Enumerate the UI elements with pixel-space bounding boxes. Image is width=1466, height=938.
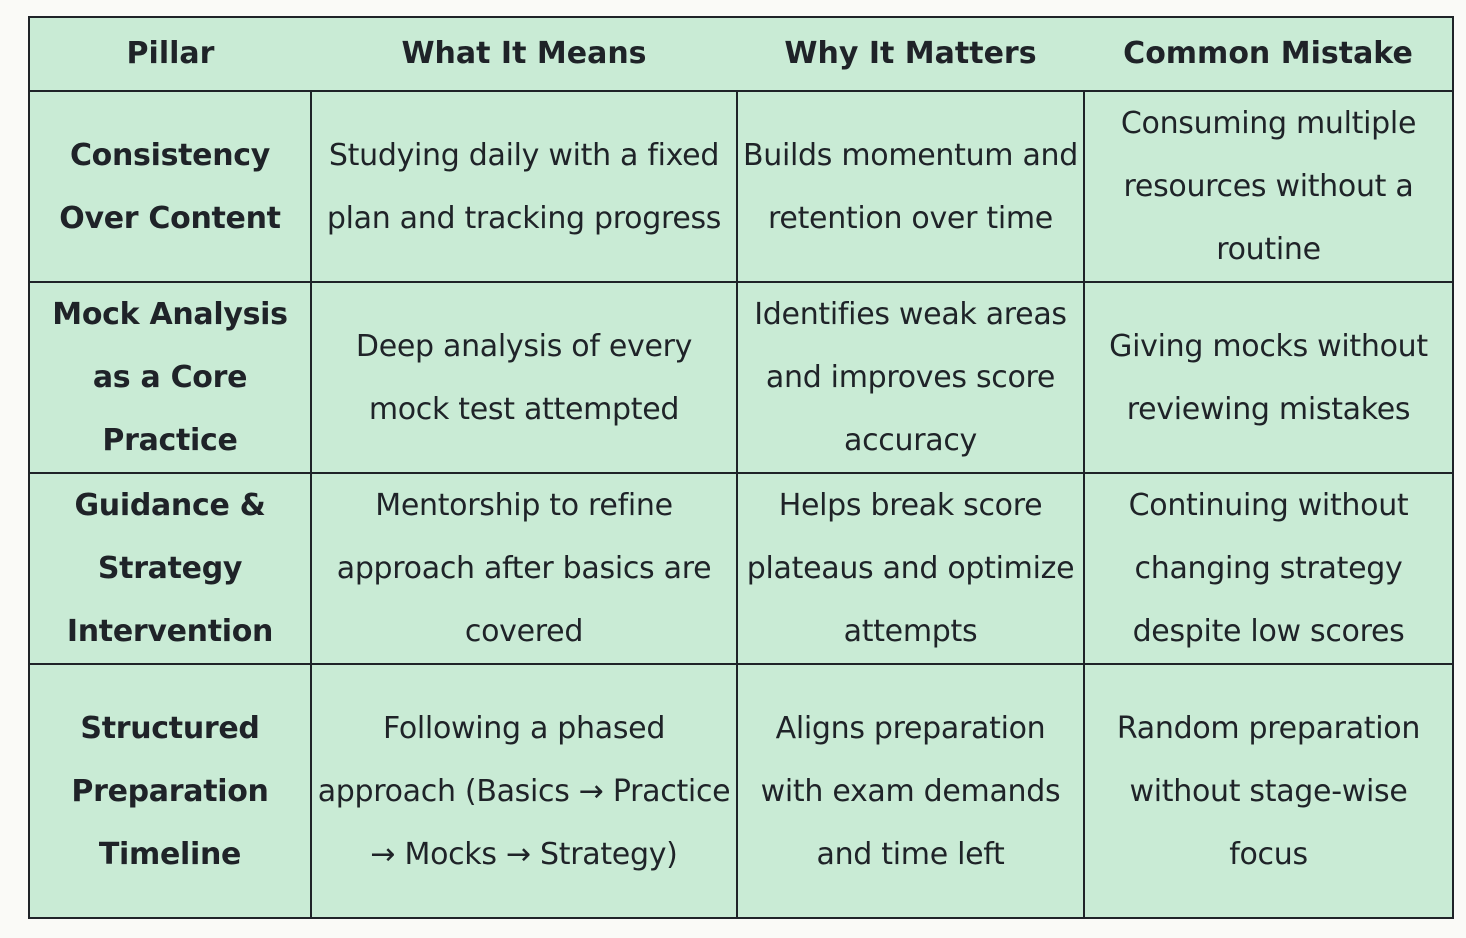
mistake-cell: Giving mocks without reviewing mistakes (1083, 281, 1454, 474)
mistake-cell: Consuming multiple resources without a r… (1083, 90, 1454, 283)
header-common-mistake: Common Mistake (1084, 16, 1454, 92)
table-header-row: Pillar What It Means Why It Matters Comm… (28, 16, 1454, 92)
pillar-cell: Guidance & Strategy Intervention (28, 472, 312, 665)
meaning-cell: Studying daily with a fixed plan and tra… (310, 90, 738, 283)
pillars-table: Pillar What It Means Why It Matters Comm… (28, 16, 1454, 919)
matters-cell: Aligns preparation with exam demands and… (736, 663, 1085, 919)
table-row: Guidance & Strategy Intervention Mentors… (28, 472, 1454, 665)
table-row: Consistency Over Content Studying daily … (28, 90, 1454, 283)
pillar-cell: Consistency Over Content (28, 90, 312, 283)
table-row: Mock Analysis as a Core Practice Deep an… (28, 281, 1454, 474)
header-why-it-matters: Why It Matters (737, 16, 1084, 92)
pillar-cell: Mock Analysis as a Core Practice (28, 281, 312, 474)
pillars-table-container: Pillar What It Means Why It Matters Comm… (28, 16, 1454, 919)
matters-cell: Builds momentum and retention over time (736, 90, 1085, 283)
matters-cell: Helps break score plateaus and optimize … (736, 472, 1085, 665)
pillar-cell: Structured Preparation Timeline (28, 663, 312, 919)
mistake-cell: Random preparation without stage-wise fo… (1083, 663, 1454, 919)
mistake-cell: Continuing without changing strategy des… (1083, 472, 1454, 665)
header-pillar: Pillar (28, 16, 311, 92)
meaning-cell: Deep analysis of every mock test attempt… (310, 281, 738, 474)
meaning-cell: Mentorship to refine approach after basi… (310, 472, 738, 665)
meaning-cell: Following a phased approach (Basics → Pr… (310, 663, 738, 919)
matters-cell: Identifies weak areas and improves score… (736, 281, 1085, 474)
table-row: Structured Preparation Timeline Followin… (28, 663, 1454, 919)
header-what-it-means: What It Means (311, 16, 737, 92)
